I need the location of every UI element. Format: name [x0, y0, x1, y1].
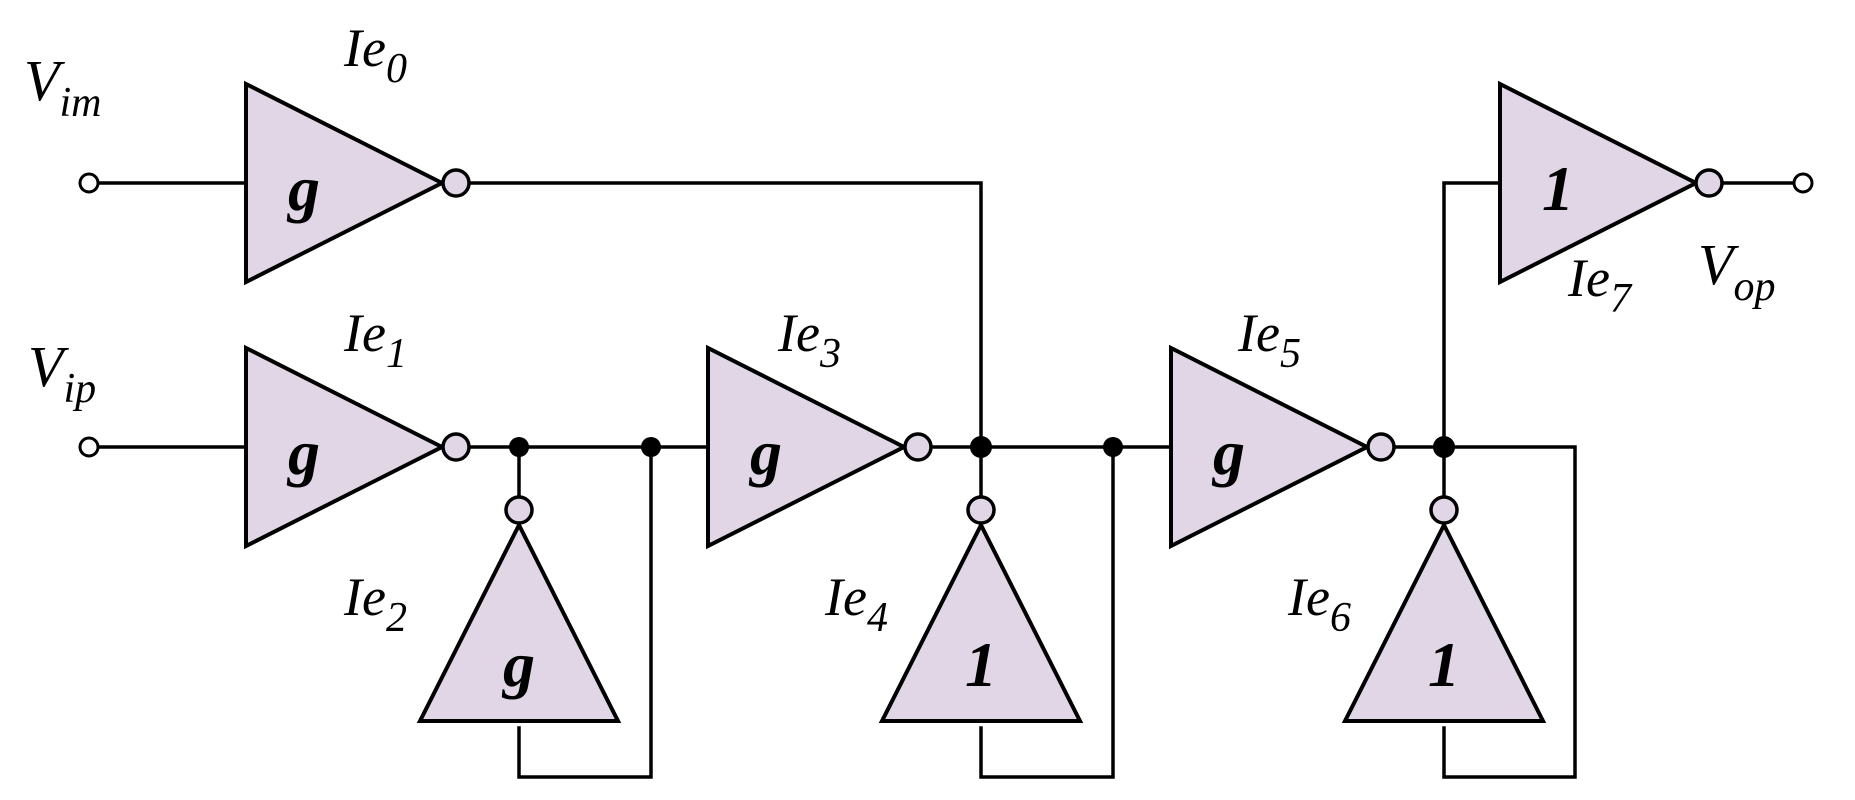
bubble-ie1: [441, 432, 471, 462]
amplifier-ie1: [244, 344, 447, 550]
terminal-vip: [78, 436, 100, 458]
label-ie4: Ie4: [824, 567, 888, 641]
junction-node: [509, 437, 529, 457]
terminal-vim: [78, 172, 100, 194]
wire-amp0-out: [467, 181, 983, 449]
gain-ie6: 1: [1428, 629, 1460, 700]
wire-amp4-feedback: [979, 445, 1115, 779]
bubble-ie3: [903, 432, 933, 462]
junction-node: [1103, 437, 1123, 457]
gain-ie3: g: [748, 417, 782, 488]
bubble-ie7: [1694, 168, 1724, 198]
junction-node: [1433, 436, 1455, 458]
label-ie6: Ie6: [1287, 567, 1351, 641]
junction-node: [641, 437, 661, 457]
wires: [96, 181, 1796, 779]
gain-ie1: g: [286, 417, 320, 488]
gain-ie5: g: [1211, 417, 1245, 488]
amplifier-ie5: [1169, 344, 1372, 550]
bubble-ie2: [504, 495, 534, 525]
bubble-ie0: [441, 168, 471, 198]
terminal-vop: [1792, 172, 1814, 194]
amplifier-ie3: [706, 344, 909, 550]
bubble-ie5: [1366, 432, 1396, 462]
wire-amp5-out: [1393, 445, 1577, 779]
gain-ie0: g: [286, 153, 320, 224]
label-ie1: Ie1: [343, 303, 407, 377]
amplifier-ie7: [1498, 80, 1701, 286]
gain-ie4: 1: [965, 629, 997, 700]
junction-node: [970, 436, 992, 458]
label-vim: Vim: [24, 48, 101, 126]
label-ie5: Ie5: [1237, 303, 1301, 377]
bubble-ie6: [1429, 495, 1459, 525]
label-ie3: Ie3: [777, 303, 841, 377]
gain-ie2: g: [501, 629, 535, 700]
wire-to-amp7: [1442, 181, 1502, 449]
amplifier-ie0: [244, 80, 447, 286]
label-ie7: Ie7: [1567, 248, 1633, 322]
amplifier-ie2: [416, 520, 622, 723]
label-ie2: Ie2: [343, 567, 407, 641]
amplifier-ie4: [878, 520, 1084, 723]
label-vip: Vip: [28, 334, 96, 412]
gain-ie7: 1: [1542, 153, 1574, 224]
wire-amp2-feedback: [517, 445, 653, 779]
label-vop: Vop: [1698, 232, 1775, 310]
bubble-ie4: [966, 495, 996, 525]
label-ie0: Ie0: [343, 18, 407, 92]
amplifier-ie6: [1341, 520, 1547, 723]
